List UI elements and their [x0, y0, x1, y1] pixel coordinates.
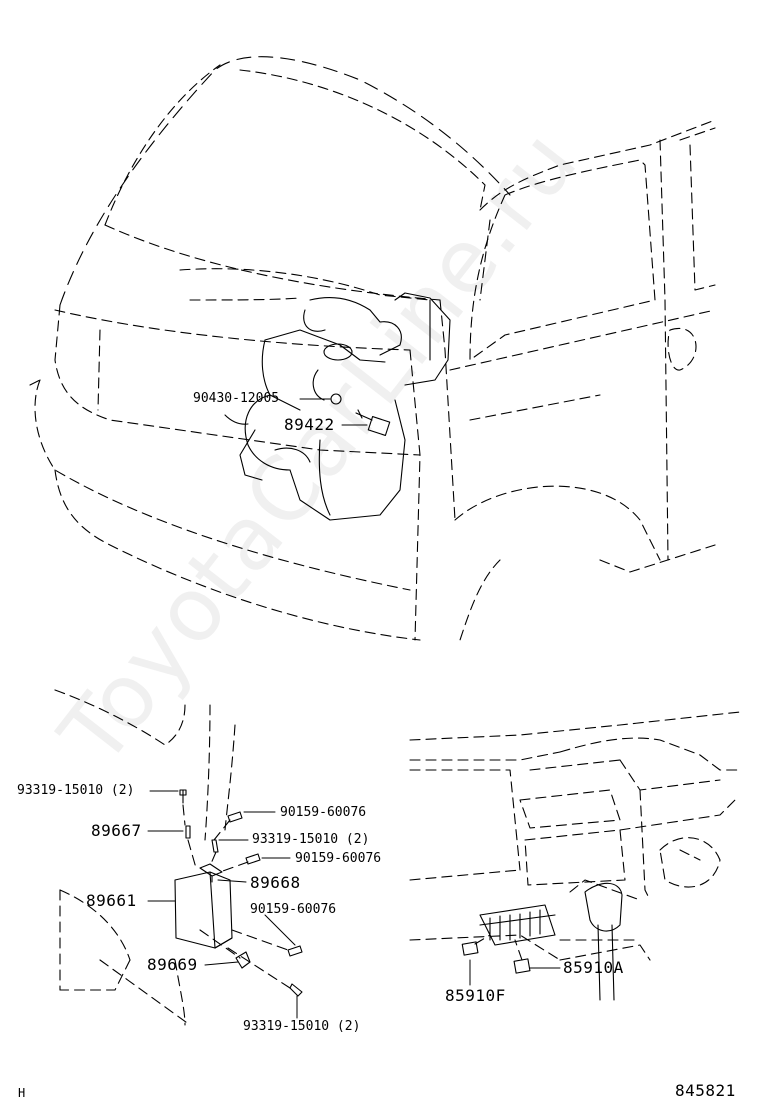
dashboard-view [409, 711, 741, 1001]
part-label-90430-12005: 90430-12005 [193, 391, 280, 406]
part-label-90159-60076-b: 90159-60076 [295, 851, 382, 866]
part-label-90159-60076-c: 90159-60076 [250, 902, 337, 917]
part-label-89661: 89661 [86, 891, 137, 910]
part-label-93319-15010-top: 93319-15010 (2) [17, 783, 135, 798]
leader-lines-ecu [147, 790, 298, 1019]
part-label-85910A: 85910A [563, 958, 624, 977]
leader-lines-top [299, 398, 368, 426]
corner-mark: H [18, 1086, 26, 1100]
part-label-89669: 89669 [147, 955, 198, 974]
part-label-85910F: 85910F [445, 986, 506, 1005]
part-label-89668: 89668 [250, 873, 301, 892]
part-label-93319-15010-bottom: 93319-15010 (2) [243, 1019, 361, 1034]
part-label-89422: 89422 [284, 415, 335, 434]
figure-number: 845821 [675, 1081, 736, 1100]
part-label-89667: 89667 [91, 821, 142, 840]
leader-lines-dash [469, 959, 561, 986]
part-label-93319-15010-mid: 93319-15010 (2) [252, 832, 370, 847]
part-label-90159-60076-a: 90159-60076 [280, 805, 367, 820]
vehicle-front-view [29, 56, 716, 641]
pillar-ecu-view [54, 689, 303, 1026]
